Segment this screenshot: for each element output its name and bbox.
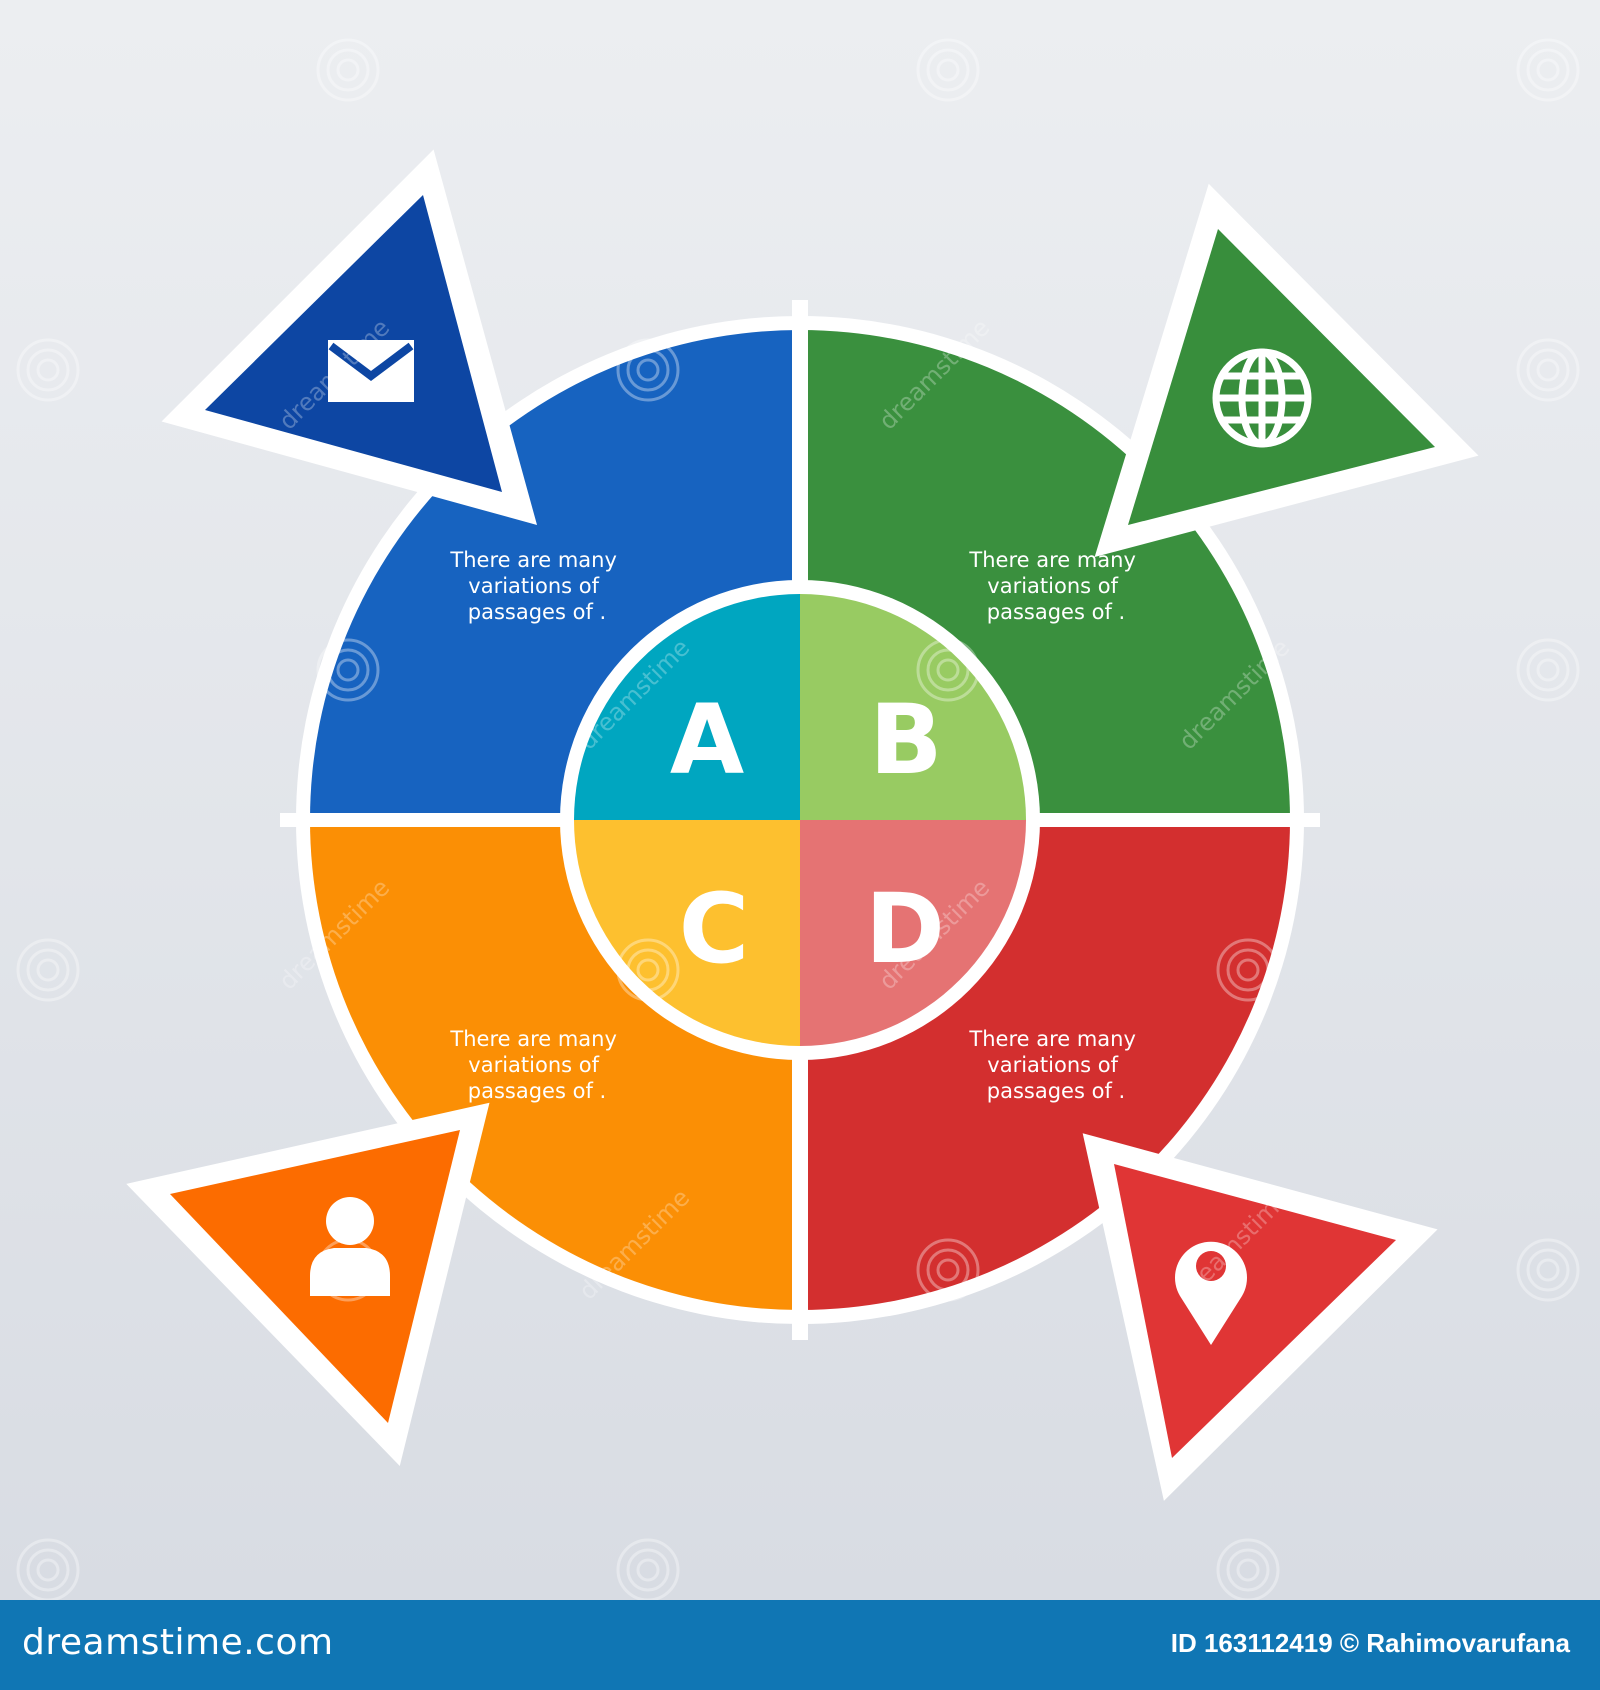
- segment-text-line: variations of: [987, 574, 1118, 598]
- segment-text-line: passages of .: [468, 600, 606, 624]
- footer-bar: dreamstime.com ID 163112419 © Rahimovaru…: [0, 1600, 1600, 1690]
- segment-text-orange: There are many variations of passages of…: [449, 1027, 623, 1103]
- segment-text-line: passages of .: [987, 600, 1125, 624]
- infographic: There are many variations of passages of…: [16, 38, 1580, 1602]
- watermark-swirl: [316, 638, 380, 702]
- letter-c: C: [679, 873, 749, 985]
- watermark-swirl: [916, 38, 980, 102]
- watermark-swirl: [616, 1538, 680, 1602]
- arrow-bottom-right: [1082, 1133, 1438, 1501]
- segment-text-line: There are many: [449, 1027, 617, 1051]
- watermark-swirl: [616, 338, 680, 402]
- segment-text-line: variations of: [987, 1053, 1118, 1077]
- watermark-swirl: [1516, 638, 1580, 702]
- watermark-swirl: [1216, 1538, 1280, 1602]
- watermark-swirl: [616, 938, 680, 1002]
- footer-credit: ID 163112419 © Rahimovarufana: [1170, 1628, 1570, 1658]
- segment-text-green: There are many variations of passages of…: [968, 548, 1142, 624]
- watermark-swirl: [1516, 38, 1580, 102]
- watermark-swirl: [916, 638, 980, 702]
- footer-brand[interactable]: dreamstime.com: [22, 1622, 334, 1663]
- segment-text-line: passages of .: [468, 1079, 606, 1103]
- watermark-swirl: [16, 338, 80, 402]
- watermark-swirl: [1516, 338, 1580, 402]
- watermark-swirl: [316, 1238, 380, 1302]
- inner-circle: A B C D: [560, 580, 1040, 1060]
- segment-text-blue: There are many variations of passages of…: [449, 548, 623, 624]
- infographic-canvas: There are many variations of passages of…: [16, 38, 1580, 1602]
- inner-quadrant-d: [800, 820, 1026, 1046]
- user-icon: [310, 1197, 390, 1296]
- letter-d: D: [865, 873, 945, 985]
- inner-quadrant-a: [574, 594, 800, 820]
- segment-text-line: There are many: [968, 1027, 1136, 1051]
- envelope-icon: [328, 340, 414, 402]
- arrow-top-right: [1094, 183, 1479, 557]
- watermark-swirl: [316, 38, 380, 102]
- watermark-swirl: [1516, 1238, 1580, 1302]
- segment-text-red: There are many variations of passages of…: [968, 1027, 1142, 1103]
- inner-quadrant-b: [800, 594, 1026, 820]
- arrow-top-left: [161, 149, 538, 526]
- globe-icon: [1212, 348, 1312, 448]
- segment-text-line: passages of .: [987, 1079, 1125, 1103]
- segment-text-line: There are many: [449, 548, 617, 572]
- watermark-swirl: [16, 1538, 80, 1602]
- inner-quadrant-c: [574, 820, 800, 1046]
- arrow-bottom-left: [126, 1102, 490, 1466]
- location-pin-icon: [1174, 1241, 1247, 1345]
- letter-a: A: [670, 684, 744, 796]
- segment-text-line: variations of: [468, 1053, 599, 1077]
- watermark-swirl: [1216, 938, 1280, 1002]
- watermark-swirl: [16, 938, 80, 1002]
- letter-b: B: [869, 684, 942, 796]
- watermark-swirl: [916, 1238, 980, 1302]
- segment-text-line: variations of: [468, 574, 599, 598]
